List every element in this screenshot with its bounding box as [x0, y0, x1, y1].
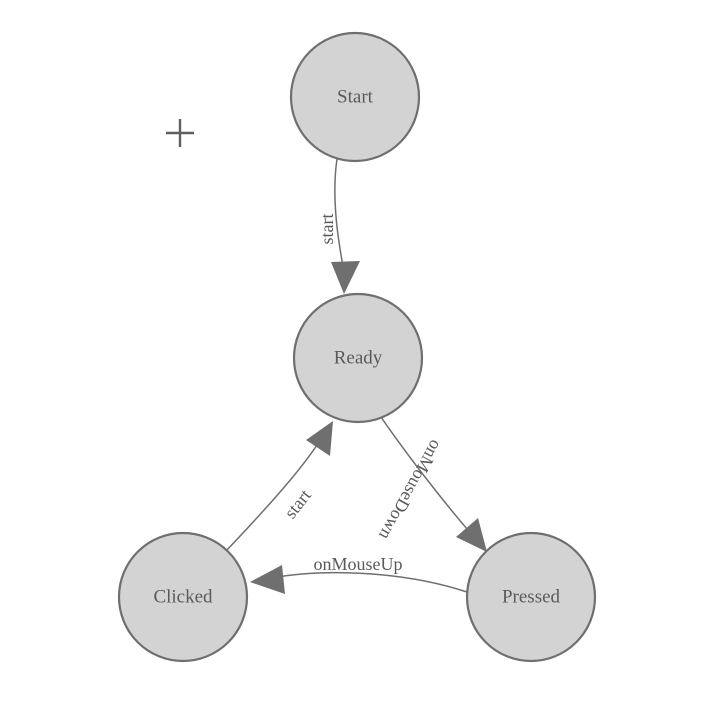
edge-start-to-ready-arrowhead — [331, 261, 360, 294]
edge-label-start-bottom: start — [280, 485, 315, 522]
edge-clicked-to-ready-arrowhead — [306, 421, 333, 456]
edge-label-onmouseup: onMouseUp — [314, 554, 403, 574]
edge-start-to-ready[interactable]: start — [317, 158, 360, 294]
node-pressed-circle — [465, 531, 597, 663]
edge-pressed-to-clicked-path — [271, 571, 468, 593]
edge-ready-to-pressed-path — [380, 416, 475, 538]
edge-pressed-to-clicked[interactable]: onMouseUp — [250, 554, 468, 594]
node-clicked-circle — [117, 531, 249, 663]
node-pressed-label: Pressed — [502, 586, 561, 607]
node-start-circle — [289, 31, 421, 163]
edge-pressed-to-clicked-arrowhead — [250, 565, 285, 594]
node-ready-label: Ready — [334, 347, 383, 368]
edge-ready-to-pressed-arrowhead — [456, 518, 487, 552]
node-pressed[interactable]: Pressed — [465, 531, 597, 663]
node-start-label: Start — [337, 86, 374, 107]
node-ready[interactable]: Ready — [292, 292, 424, 424]
node-clicked[interactable]: Clicked — [117, 531, 249, 663]
crosshair-icon — [166, 119, 194, 147]
node-ready-circle — [292, 292, 424, 424]
edge-label-start-top: start — [317, 214, 337, 245]
edge-clicked-to-ready-path — [224, 436, 323, 553]
node-start[interactable]: Start — [289, 31, 421, 163]
edge-clicked-to-ready[interactable]: start — [224, 421, 333, 553]
node-clicked-label: Clicked — [153, 586, 213, 607]
edge-ready-to-pressed[interactable]: onMouseDown — [375, 416, 487, 552]
